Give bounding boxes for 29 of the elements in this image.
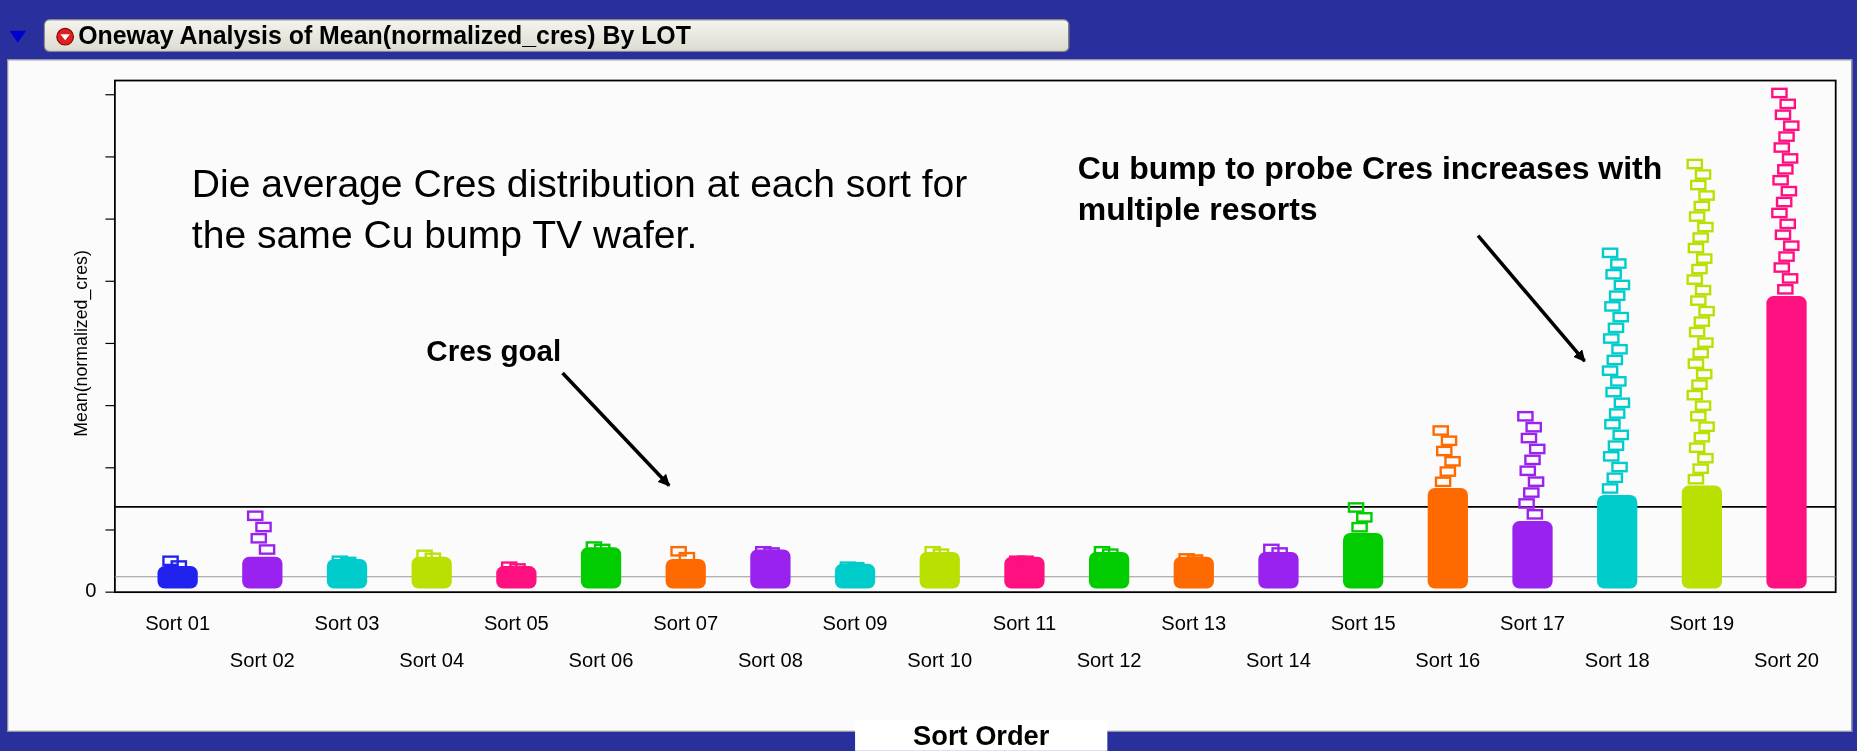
category-label: Sort 02 <box>228 648 296 674</box>
category-label: Sort 04 <box>398 648 466 674</box>
category-label: Sort 12 <box>1075 648 1143 674</box>
category-label: Sort 09 <box>821 611 889 637</box>
arrow <box>1476 234 1586 363</box>
category-label: Sort 03 <box>313 611 381 637</box>
category-label: Sort 06 <box>567 648 635 674</box>
category-label: Sort 10 <box>906 648 974 674</box>
category-label: Sort 13 <box>1160 611 1228 637</box>
axis-title: Sort Order <box>855 720 1108 751</box>
category-label: Sort 01 <box>144 611 212 637</box>
callout-text: Cres goal <box>426 331 634 371</box>
category-label: Sort 19 <box>1668 611 1736 637</box>
category-label: Sort 05 <box>482 611 550 637</box>
category-label: Sort 15 <box>1329 611 1397 637</box>
category-label: Sort 16 <box>1414 648 1482 674</box>
category-label: Sort 18 <box>1583 648 1651 674</box>
arrow <box>561 371 671 487</box>
category-label: Sort 20 <box>1753 648 1820 674</box>
category-label: Sort 14 <box>1245 648 1312 674</box>
category-label: Sort 07 <box>652 611 720 637</box>
category-label: Sort 11 <box>991 611 1058 637</box>
tick-label: 0 <box>85 578 97 604</box>
category-label: Sort 08 <box>736 648 804 674</box>
axis-title: Mean(normalized_cres) <box>70 250 91 437</box>
annotation-text: Die average Cres distribution at each sort for the same Cu bump TV wafer. <box>191 160 969 258</box>
callout-text: Cu bump to probe Cres increases with multiple resorts <box>1077 148 1694 232</box>
category-label: Sort 17 <box>1499 611 1566 637</box>
report-title: Oneway Analysis of Mean(normalized_cres) By LOT <box>78 21 691 50</box>
